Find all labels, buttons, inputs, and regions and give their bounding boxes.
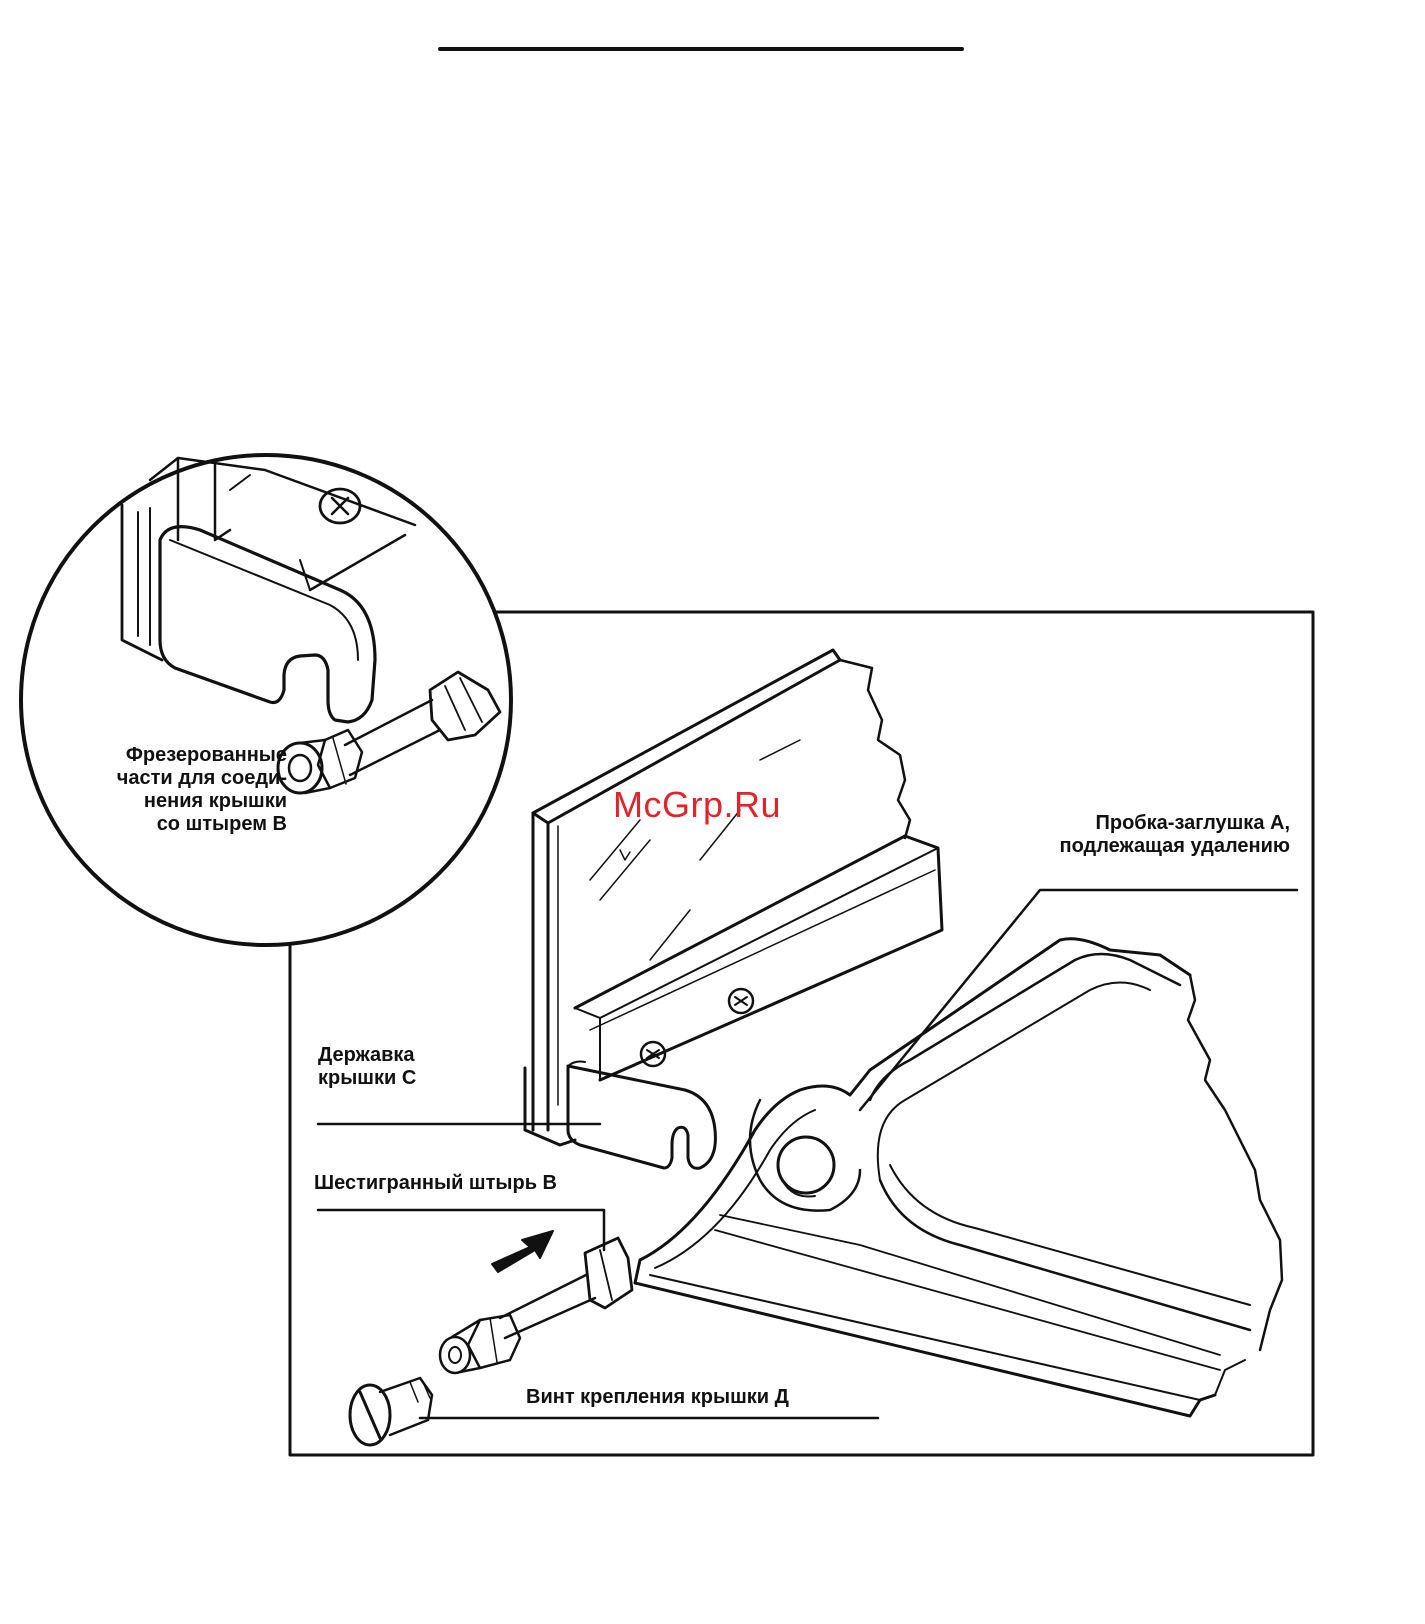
- label-milled-line1: Фрезерованные: [47, 744, 287, 767]
- label-holder-line1: Державка: [318, 1044, 416, 1067]
- hex-pin-b: [440, 1231, 632, 1373]
- label-plug-line1: Пробка-заглушка А,: [990, 812, 1290, 835]
- label-milled-line2: части для соеди-: [47, 767, 287, 790]
- label-milled-line3: нения крышки: [47, 790, 287, 813]
- label-plug-line2: подлежащая удалению: [990, 835, 1290, 858]
- detail-inset: [21, 455, 511, 945]
- label-plug-a: Пробка-заглушка А, подлежащая удалению: [990, 812, 1290, 858]
- label-milled-parts: Фрезерованные части для соеди- нения кры…: [47, 744, 287, 836]
- label-lid-holder-c: Державка крышки С: [318, 1044, 416, 1090]
- screw-d: [350, 1378, 432, 1445]
- label-hex-pin-b: Шестигранный штырь В: [314, 1172, 557, 1195]
- label-screw-d: Винт крепления крышки Д: [526, 1386, 789, 1409]
- glass-lid: [533, 650, 942, 1130]
- watermark-text: McGrp.Ru: [613, 784, 781, 826]
- lid-holder-c: [525, 1062, 715, 1169]
- label-holder-line2: крышки С: [318, 1067, 416, 1090]
- label-milled-line4: со штырем В: [47, 813, 287, 836]
